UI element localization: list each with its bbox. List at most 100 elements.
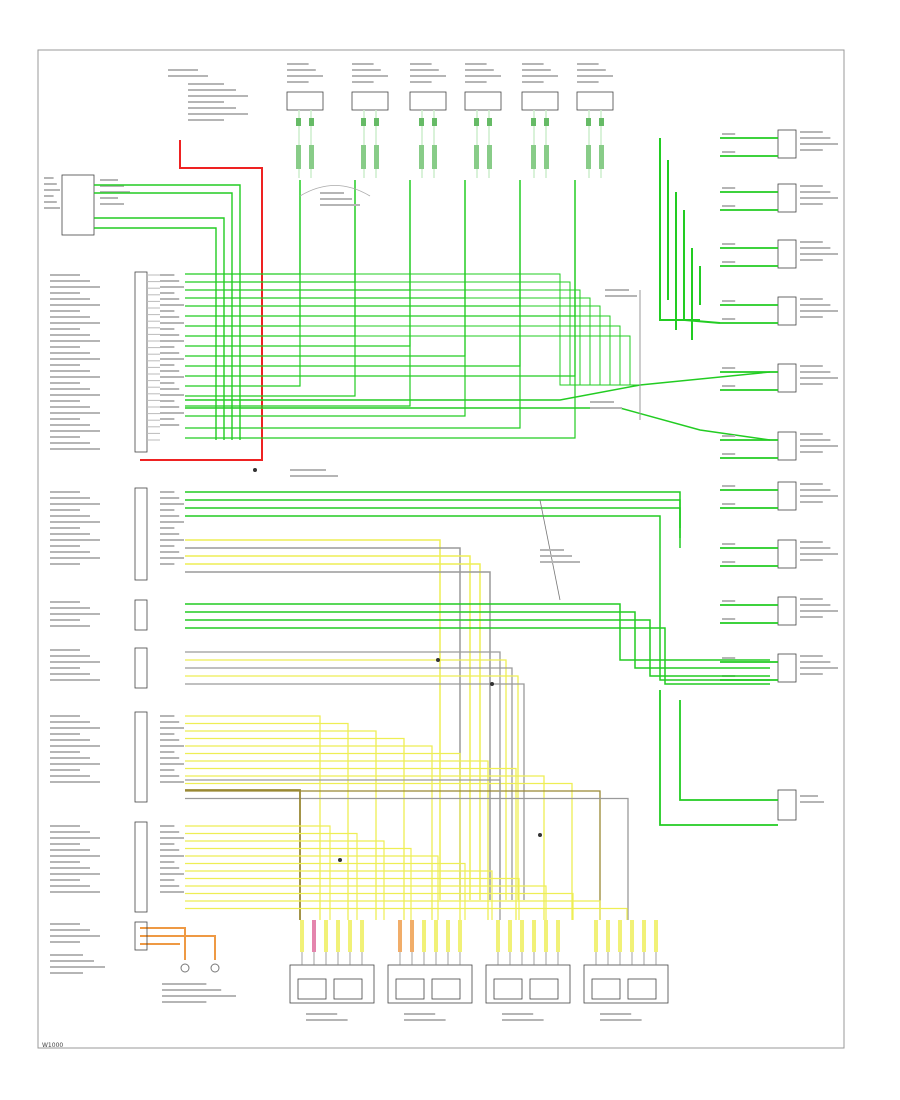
signal-wire <box>185 855 439 920</box>
bus-wire <box>185 180 411 347</box>
amplifier-connector <box>134 921 148 951</box>
top-sensor-box <box>464 91 502 111</box>
bus-wire <box>185 180 301 387</box>
connector-pin <box>531 145 536 169</box>
connector-pin <box>458 920 462 952</box>
signal-wire <box>185 767 517 920</box>
signal-wire <box>185 789 301 920</box>
speaker-wire <box>185 499 681 538</box>
splice-dot <box>490 682 494 686</box>
signal-wire <box>185 847 412 920</box>
connector-pin <box>520 920 524 952</box>
signal-wire <box>185 539 441 900</box>
speaker-wire <box>185 611 770 669</box>
connector-pin <box>374 118 379 126</box>
connector-pin <box>496 920 500 952</box>
signal-wire <box>185 745 433 920</box>
bus-wire <box>185 180 301 327</box>
outer-frame <box>37 49 845 1049</box>
bus-wire <box>185 371 771 401</box>
connector-pin <box>544 118 549 126</box>
bus-wire <box>185 180 466 299</box>
connector-pin <box>586 118 591 126</box>
speaker-box <box>777 539 797 569</box>
door-speaker-assembly <box>289 964 375 1004</box>
connector-pin <box>312 920 316 952</box>
signal-wire <box>185 675 519 900</box>
connector-pin <box>410 920 414 952</box>
speaker-box <box>777 239 797 269</box>
amplifier-connector <box>134 711 148 803</box>
speaker-wire <box>94 184 241 440</box>
trunk-wire <box>659 138 700 321</box>
top-sensor-box <box>409 91 447 111</box>
door-speaker <box>591 978 621 1000</box>
door-speaker <box>297 978 327 1000</box>
connector-pin <box>309 118 314 126</box>
signal-wire <box>185 737 405 920</box>
signal-wire <box>185 797 629 920</box>
signal-wire <box>185 877 520 920</box>
connector-pin <box>398 920 402 952</box>
connector-pin <box>654 920 658 952</box>
speaker-wire <box>185 603 770 661</box>
connector-pin <box>599 145 604 169</box>
connector-pin <box>474 145 479 169</box>
top-sensor-box <box>576 91 614 111</box>
signal-wire <box>185 715 321 920</box>
speaker-wire <box>185 619 770 677</box>
bus-wire <box>185 180 576 317</box>
connector-pin <box>309 145 314 169</box>
bus-wire <box>185 180 466 417</box>
power-wire <box>140 140 263 461</box>
connector-pin <box>642 920 646 952</box>
signal-wire <box>185 683 525 900</box>
connector-pin <box>422 920 426 952</box>
speaker-box <box>777 183 797 213</box>
door-speaker-assembly <box>583 964 669 1004</box>
bus-wire <box>185 180 301 275</box>
signal-wire <box>185 563 481 900</box>
bus-wire <box>185 407 771 441</box>
signal-wire <box>185 779 501 920</box>
connector-pin <box>618 920 622 952</box>
signal-wire <box>185 790 601 920</box>
top-sensor-box <box>286 91 324 111</box>
amplifier-connector <box>134 647 148 689</box>
signal-wire <box>185 659 507 900</box>
speaker-box <box>777 431 797 461</box>
connector-pin <box>296 145 301 169</box>
splice-dot <box>436 658 440 662</box>
amplifier-connector <box>134 487 148 581</box>
bus-wire <box>185 180 356 397</box>
connector-pin <box>446 920 450 952</box>
speaker-box <box>777 129 797 159</box>
speaker-box <box>777 363 797 393</box>
door-speaker <box>529 978 559 1000</box>
speaker-wire <box>94 227 217 440</box>
door-speaker <box>627 978 657 1000</box>
connector-pin <box>296 118 301 126</box>
connector-pin <box>594 920 598 952</box>
connector-pin <box>544 145 549 169</box>
signal-wire <box>185 907 628 920</box>
connector-pin <box>348 920 352 952</box>
bus-wire <box>185 273 640 386</box>
signal-wire <box>140 927 186 960</box>
connector-pin <box>361 118 366 126</box>
connector-pin <box>586 145 591 169</box>
connector-pin <box>508 920 512 952</box>
connector-pin <box>374 145 379 169</box>
bus-wire <box>185 297 640 386</box>
signal-wire <box>185 825 331 920</box>
speaker-box <box>777 653 797 683</box>
signal-wire <box>185 722 349 920</box>
connector-pin <box>361 145 366 169</box>
signal-wire <box>185 832 358 920</box>
signal-wire <box>185 571 491 900</box>
fuse-terminal <box>180 963 190 973</box>
connector-pin <box>336 920 340 952</box>
signal-wire <box>140 935 216 960</box>
left-connector <box>61 174 95 236</box>
